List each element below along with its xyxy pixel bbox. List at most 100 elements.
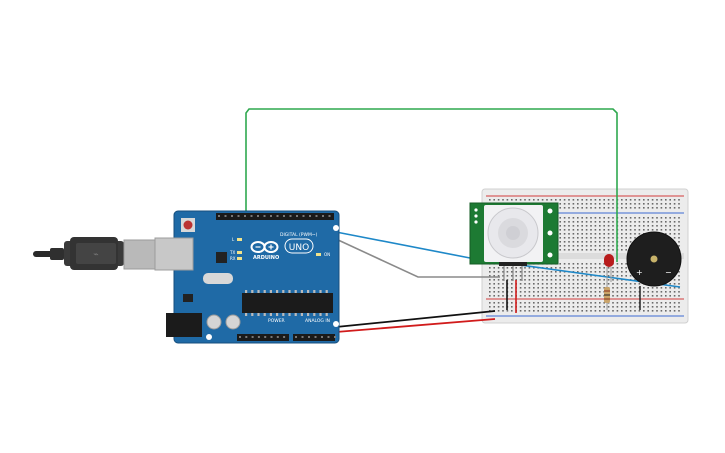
arduino-uno[interactable]: DIGITAL (PWM~) POWER ANALOG IN ARDUINO U… — [154, 210, 340, 344]
breadboard-hole — [607, 229, 610, 231]
breadboard-hole — [581, 199, 583, 201]
breadboard-hole — [629, 291, 632, 293]
mount-hole — [206, 334, 212, 340]
breadboard-hole — [489, 267, 491, 269]
breadboard-hole — [647, 217, 649, 219]
breadboard-hole — [563, 249, 566, 251]
wire-black[interactable] — [335, 310, 496, 328]
breadboard-hole — [625, 237, 627, 239]
arduino-logo — [250, 241, 279, 253]
breadboard-hole — [599, 229, 601, 231]
breadboard-hole — [669, 233, 671, 235]
breadboard-hole — [590, 245, 592, 247]
header-pin — [257, 336, 260, 338]
resistor[interactable] — [604, 281, 610, 310]
led-rx — [237, 257, 242, 260]
breadboard-hole — [585, 203, 588, 205]
breadboard-hole — [638, 229, 641, 231]
breadboard-hole — [643, 229, 645, 231]
breadboard-hole — [585, 207, 588, 209]
breadboard-hole — [656, 287, 658, 289]
breadboard-hole — [647, 225, 649, 227]
breadboard-hole — [590, 207, 592, 209]
breadboard-hole — [625, 225, 627, 227]
breadboard-hole — [559, 233, 561, 235]
breadboard-hole — [559, 283, 561, 285]
breadboard-hole — [625, 229, 627, 231]
breadboard-hole — [541, 291, 544, 293]
wire-gray[interactable] — [335, 238, 500, 278]
chip-pin — [325, 313, 328, 316]
breadboard-hole — [634, 306, 636, 308]
breadboard-hole — [493, 275, 495, 277]
breadboard-hole — [559, 295, 561, 297]
breadboard-hole — [559, 263, 561, 265]
breadboard-hole — [541, 275, 544, 277]
breadboard-hole — [563, 233, 566, 235]
breadboard-hole — [599, 245, 601, 247]
breadboard-hole — [581, 217, 583, 219]
breadboard-hole — [528, 279, 531, 281]
breadboard-hole — [541, 295, 544, 297]
wire-red[interactable] — [335, 318, 496, 333]
breadboard-hole — [625, 291, 627, 293]
breadboard-hole — [638, 310, 641, 312]
arduino-brand: ARDUINO — [253, 255, 279, 261]
breadboard-hole — [621, 267, 623, 269]
led[interactable] — [604, 254, 614, 288]
breadboard-hole — [629, 233, 632, 235]
chip-pin — [288, 290, 291, 293]
wire-green[interactable] — [245, 108, 618, 262]
breadboard-hole — [616, 295, 619, 297]
breadboard-hole — [607, 207, 610, 209]
breadboard-hole — [502, 310, 504, 312]
breadboard-hole — [629, 203, 632, 205]
buzzer[interactable]: + − — [626, 231, 682, 310]
breadboard-hole — [563, 302, 566, 304]
breadboard-hole — [577, 295, 579, 297]
breadboard-hole — [621, 241, 623, 243]
breadboard-hole — [568, 310, 570, 312]
breadboard-hole — [603, 199, 605, 201]
breadboard-hole — [629, 207, 632, 209]
breadboard-hole — [577, 279, 579, 281]
breadboard-hole — [594, 203, 597, 205]
header-pin — [301, 336, 304, 338]
breadboard-hole — [590, 291, 592, 293]
breadboard-hole — [519, 279, 522, 281]
breadboard-hole — [515, 267, 517, 269]
pir-sensor[interactable] — [469, 202, 559, 281]
breadboard-hole — [572, 291, 575, 293]
header-pin — [231, 215, 233, 217]
breadboard-hole — [612, 267, 614, 269]
breadboard-hole — [625, 233, 627, 235]
breadboard-hole — [669, 217, 671, 219]
led-label-l: L — [232, 237, 235, 242]
breadboard-hole — [502, 295, 504, 297]
breadboard-hole — [497, 291, 500, 293]
breadboard-hole — [673, 291, 676, 293]
breadboard-hole — [634, 287, 636, 289]
usb-cable[interactable]: ⌁ — [33, 237, 157, 270]
breadboard-hole — [634, 225, 636, 227]
breadboard-hole — [621, 221, 623, 223]
breadboard-hole — [541, 279, 544, 281]
breadboard-hole — [493, 279, 495, 281]
chip-pin — [294, 290, 297, 293]
breadboard-hole — [568, 237, 570, 239]
breadboard-hole — [493, 283, 495, 285]
breadboard-hole — [612, 241, 614, 243]
breadboard-hole — [524, 291, 526, 293]
breadboard-hole — [563, 199, 566, 201]
header-pin — [321, 336, 323, 338]
breadboard-hole — [568, 291, 570, 293]
header-pin — [315, 215, 318, 217]
breadboard-hole — [524, 199, 526, 201]
breadboard-hole — [678, 245, 680, 247]
breadboard-hole — [594, 199, 597, 201]
breadboard-hole — [585, 199, 588, 201]
breadboard-hole — [568, 275, 570, 277]
breadboard-hole — [572, 279, 575, 281]
breadboard-hole — [629, 310, 632, 312]
breadboard-hole — [678, 306, 680, 308]
